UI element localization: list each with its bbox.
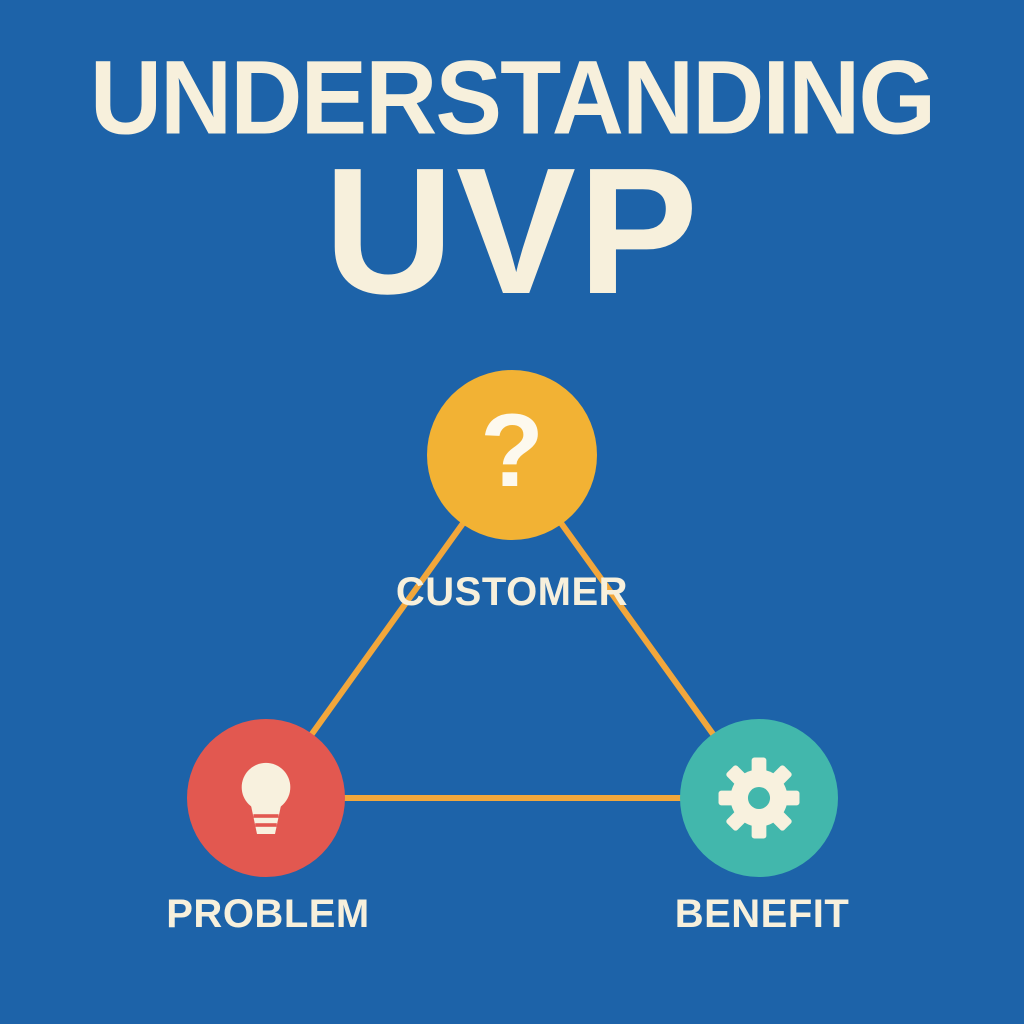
customer-label: CUSTOMER [395, 570, 629, 614]
page-title: UNDERSTANDING UVP [0, 39, 1024, 332]
benefit-node [680, 719, 838, 877]
title-line1: UNDERSTANDING [89, 39, 936, 157]
problem-label: PROBLEM [166, 892, 370, 936]
question-mark-icon: ? [480, 393, 544, 509]
benefit-label: BENEFIT [674, 892, 850, 936]
title-line2: UVP [323, 131, 701, 332]
customer-node: ? [427, 370, 597, 540]
problem-node [187, 719, 345, 877]
lightbulb-icon [221, 753, 311, 843]
gear-icon [713, 752, 805, 844]
